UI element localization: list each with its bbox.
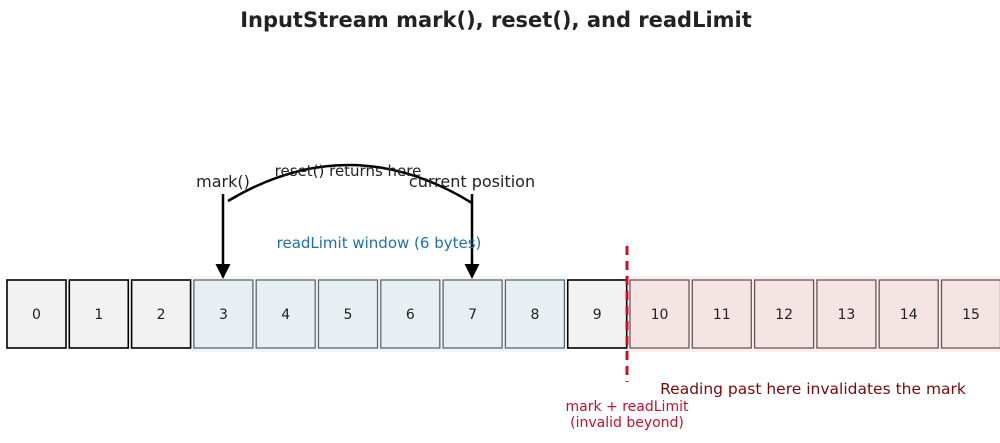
byte-cell bbox=[878, 279, 939, 349]
byte-cell bbox=[629, 279, 690, 349]
byte-cell bbox=[255, 279, 316, 349]
byte-index-label: 2 bbox=[157, 307, 166, 323]
byte-index-label: 15 bbox=[962, 307, 980, 323]
byte-index-label: 3 bbox=[219, 307, 228, 323]
byte-index-label: 0 bbox=[32, 307, 41, 323]
reset-label: reset() returns here bbox=[275, 162, 422, 180]
limit-label-2: (invalid beyond) bbox=[570, 415, 684, 431]
byte-index-label: 1 bbox=[94, 307, 103, 323]
byte-index-label: 5 bbox=[344, 307, 353, 323]
window-region bbox=[192, 276, 566, 352]
byte-index-label: 9 bbox=[593, 307, 602, 323]
byte-cell bbox=[130, 279, 192, 349]
window-label: readLimit window (6 bytes) bbox=[277, 234, 482, 252]
reset-arc bbox=[227, 163, 473, 205]
byte-index-label: 8 bbox=[530, 307, 539, 323]
limit-label-1: mark + readLimit bbox=[566, 399, 689, 415]
byte-index-label: 10 bbox=[651, 307, 669, 323]
mark-label: mark() bbox=[196, 172, 250, 191]
byte-index-label: 13 bbox=[837, 307, 855, 323]
byte-index-label: 7 bbox=[468, 307, 477, 323]
invalid-note: Reading past here invalidates the mark bbox=[660, 380, 966, 398]
current-label: current position bbox=[409, 172, 535, 191]
byte-index-label: 11 bbox=[713, 307, 731, 323]
byte-cell bbox=[193, 279, 254, 349]
byte-index-label: 6 bbox=[406, 307, 415, 323]
byte-cell bbox=[68, 279, 130, 349]
byte-cell bbox=[6, 279, 67, 349]
byte-index-label: 14 bbox=[900, 307, 918, 323]
byte-cell bbox=[816, 279, 877, 349]
byte-cell bbox=[504, 279, 566, 349]
diagram-title: InputStream mark(), reset(), and readLim… bbox=[240, 8, 752, 32]
byte-cell bbox=[442, 279, 503, 349]
byte-cell bbox=[691, 279, 752, 349]
byte-cell bbox=[940, 279, 1000, 349]
byte-cell bbox=[753, 279, 815, 349]
byte-index-label: 12 bbox=[775, 307, 793, 323]
byte-index-label: 4 bbox=[281, 307, 290, 323]
byte-cell bbox=[317, 279, 379, 349]
byte-cell bbox=[566, 279, 628, 349]
byte-cell bbox=[380, 279, 441, 349]
